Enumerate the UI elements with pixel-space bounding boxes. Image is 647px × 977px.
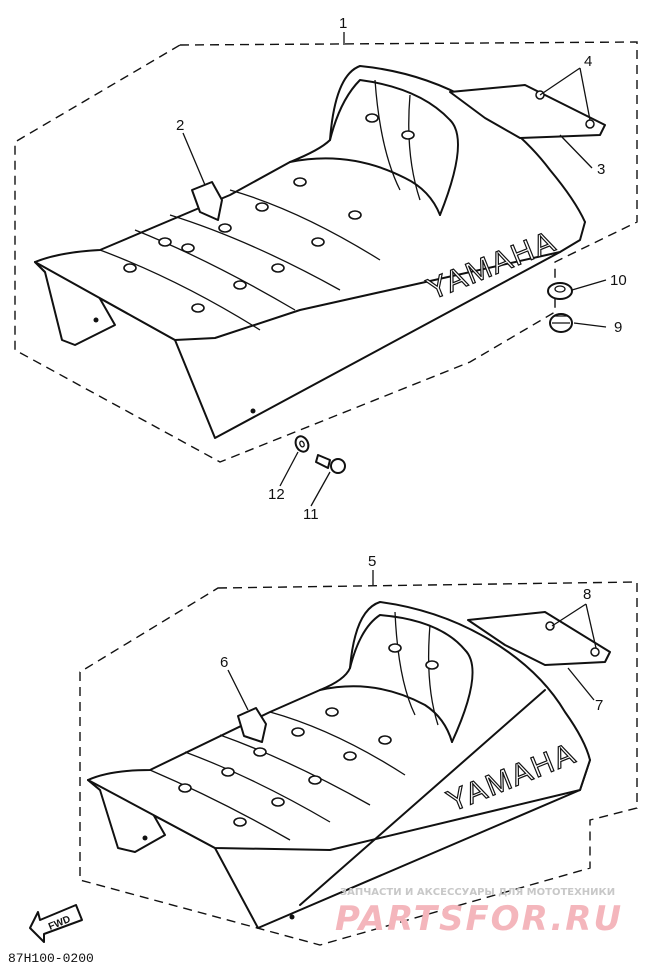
lower-pleat-line [394, 611, 416, 716]
part-number-12: 12 [268, 486, 285, 503]
fwd-arrow-shape [29, 904, 83, 943]
lower-rear-bracket [467, 611, 611, 666]
upper-leader-lines [182, 32, 607, 507]
upper-hump-curve [329, 79, 459, 216]
lower-pleat-line [219, 734, 371, 806]
site-watermark: ЗАПЧАСТИ И АКСЕССУАРЫ ДЛЯ МОТОТЕХНИКИ PA… [335, 887, 623, 939]
lower-seat-assembly: YAMAHA 5 6 7 8 [79, 553, 638, 946]
lower-pleat-line [269, 711, 406, 776]
lower-pleat-line [149, 769, 291, 841]
upper-hump-edge [289, 157, 441, 216]
part-number-1: 1 [339, 15, 347, 32]
watermark-subtitle: ЗАПЧАСТИ И АКСЕССУАРЫ ДЛЯ МОТОТЕХНИКИ [340, 887, 615, 898]
upper-screw [315, 454, 346, 474]
upper-seat-buttons [123, 113, 415, 313]
upper-pleat-line [408, 94, 421, 201]
lower-leader-lines [227, 570, 597, 711]
upper-rubber-damper [547, 282, 573, 300]
part-number-2: 2 [176, 117, 184, 134]
lower-hump-edge [319, 685, 453, 743]
upper-pleat-line [134, 229, 296, 311]
part-number-5: 5 [368, 553, 376, 570]
lower-pleat-line [184, 751, 331, 823]
drawing-code: 87H100-0200 [8, 951, 94, 966]
watermark-site-name: PARTSFOR.RU [335, 899, 623, 939]
lower-piping-line [299, 689, 546, 906]
part-number-9: 9 [614, 319, 622, 336]
upper-pleat-line [169, 214, 341, 291]
upper-seat-assembly: YAMAHA [14, 15, 638, 523]
upper-seat-top [34, 65, 586, 341]
part-number-10: 10 [610, 272, 627, 289]
upper-washer [294, 435, 310, 453]
upper-assembly-boundary [14, 41, 638, 463]
upper-nut [549, 313, 573, 333]
lower-seat-buttons [178, 643, 439, 827]
lower-assembly-boundary [79, 581, 638, 946]
lower-pleat-line [427, 624, 439, 726]
part-number-3: 3 [597, 161, 605, 178]
part-number-4: 4 [584, 53, 592, 70]
upper-seat-strap [191, 181, 223, 221]
part-number-7: 7 [595, 697, 603, 714]
upper-rear-bracket [449, 84, 606, 139]
forward-direction-arrow: FWD [29, 904, 83, 943]
part-number-6: 6 [220, 654, 228, 671]
part-number-11: 11 [303, 506, 319, 523]
upper-pleat-line [374, 79, 401, 191]
lower-seat-strap [237, 707, 267, 743]
lower-hump-curve [349, 614, 474, 743]
upper-pleat-line [99, 249, 261, 331]
upper-pleat-line [229, 189, 381, 261]
part-number-8: 8 [583, 586, 591, 603]
